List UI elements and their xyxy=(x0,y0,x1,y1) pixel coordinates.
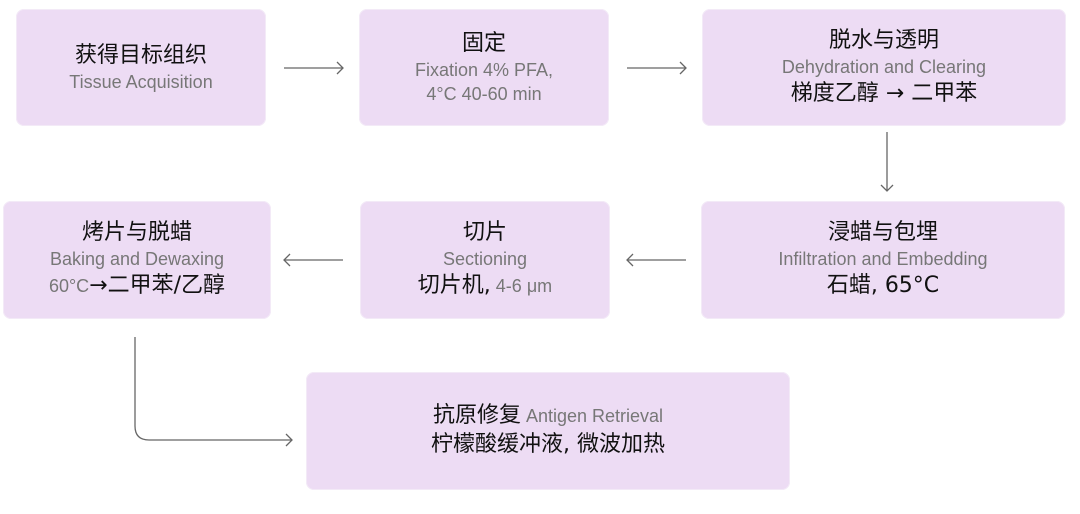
step-detail-en: 60°C xyxy=(48,276,90,296)
step-title-en: Tissue Acquisition xyxy=(69,71,213,92)
step-detail-line2: 4°C 40-60 min xyxy=(426,83,542,104)
step-title-en: Baking and Dewaxing xyxy=(49,249,225,269)
step-detail-line1: Fixation 4% PFA, xyxy=(414,59,554,80)
step-sectioning: 切片 Sectioning 切片机, 4-6 μm xyxy=(360,201,610,319)
step-detail: 切片机, 4-6 μm xyxy=(418,271,552,301)
arrow-step1-to-step2 xyxy=(284,61,344,75)
step-title-zh: 脱水与透明 xyxy=(828,27,939,53)
step-detail-zh: 切片机, xyxy=(417,273,491,298)
arrow-step5-to-step6 xyxy=(283,253,343,267)
step-title-en: Dehydration and Clearing xyxy=(781,56,987,77)
arrow-step4-to-step5 xyxy=(626,253,686,267)
arrow-step2-to-step3 xyxy=(627,61,687,75)
step-title-en: Sectioning xyxy=(442,249,528,269)
step-title: 抗原修复 Antigen Retrieval xyxy=(433,402,663,430)
step-title-zh: 浸蜡与包埋 xyxy=(827,220,938,245)
step-title-zh: 获得目标组织 xyxy=(74,42,207,68)
step-title-zh: 抗原修复 xyxy=(432,403,521,428)
step-fixation: 固定 Fixation 4% PFA, 4°C 40-60 min xyxy=(359,9,609,126)
step-title-en: Antigen Retrieval xyxy=(520,406,664,426)
step-baking-dewaxing: 烤片与脱蜡 Baking and Dewaxing 60°C→二甲苯/乙醇 xyxy=(3,201,271,319)
step-detail: 柠檬酸缓冲液, 微波加热 xyxy=(431,432,665,457)
step-detail: 60°C→二甲苯/乙醇 xyxy=(49,271,225,301)
step-title-zh: 烤片与脱蜡 xyxy=(81,220,192,245)
step-tissue-acquisition: 获得目标组织 Tissue Acquisition xyxy=(16,9,266,126)
step-detail: 石蜡, 65°C xyxy=(826,273,940,298)
step-dehydration-clearing: 脱水与透明 Dehydration and Clearing 梯度乙醇 → 二甲… xyxy=(702,9,1066,126)
step-detail: 梯度乙醇 → 二甲苯 xyxy=(790,80,978,106)
step-detail-en: 4-6 μm xyxy=(490,276,553,296)
step-detail-zh: →二甲苯/乙醇 xyxy=(89,273,226,298)
step-title-en: Infiltration and Embedding xyxy=(778,249,988,269)
step-antigen-retrieval: 抗原修复 Antigen Retrieval 柠檬酸缓冲液, 微波加热 xyxy=(306,372,790,490)
arrow-step3-to-step4 xyxy=(880,132,894,192)
arrow-step6-to-step7 xyxy=(134,337,293,447)
step-title-zh: 固定 xyxy=(461,30,506,56)
step-title-zh: 切片 xyxy=(462,220,507,245)
step-infiltration-embedding: 浸蜡与包埋 Infiltration and Embedding 石蜡, 65°… xyxy=(701,201,1065,319)
